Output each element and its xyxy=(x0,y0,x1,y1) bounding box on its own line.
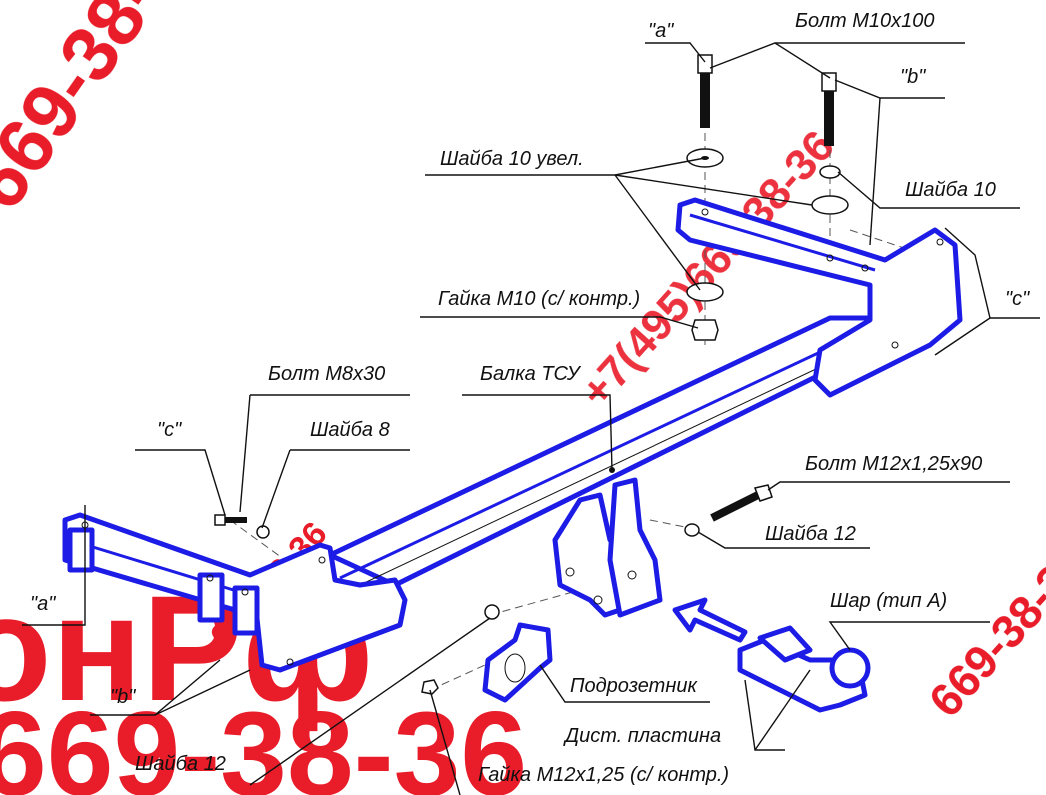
label-a-left: "a" xyxy=(30,593,56,615)
label-beam: Балка ТСУ xyxy=(480,363,582,385)
label-bolt-m12: Болт M12x1,25x90 xyxy=(805,453,982,475)
label-spacer-plate: Дист. пластина xyxy=(563,725,721,747)
label-nut-m12: Гайка M12x1,25 (с/ контр.) xyxy=(478,764,729,786)
label-c-right: "c" xyxy=(1005,288,1030,310)
leader-lines xyxy=(22,42,1040,795)
label-c-left: "c" xyxy=(157,419,182,441)
socket-plate xyxy=(482,622,553,703)
label-washer10: Шайба 10 xyxy=(905,179,996,201)
watermark-phone-right: 669-38-36 xyxy=(919,536,1046,727)
label-washer12-right: Шайба 12 xyxy=(765,523,856,545)
labels: "a" Болт M10x100 "b" Шайба 10 увел. Шайб… xyxy=(30,10,1030,786)
label-socket-plate: Подрозетник xyxy=(570,675,698,697)
watermark-phone-bottom: 669-38-36 xyxy=(0,687,527,795)
label-b-left: "b" xyxy=(110,686,136,708)
watermark-phone-top-left: 669-38-36 xyxy=(0,0,228,225)
tow-ball xyxy=(737,625,871,713)
label-ball: Шар (тип A) xyxy=(830,590,947,612)
label-nut-m10: Гайка M10 (с/ контр.) xyxy=(438,288,640,310)
direction-arrow xyxy=(672,597,748,643)
label-a-top: "a" xyxy=(648,20,674,42)
ball-mount xyxy=(552,477,663,618)
label-washer12-left: Шайба 12 xyxy=(135,753,226,775)
label-bolt-m8: Болт M8x30 xyxy=(268,363,385,385)
tow-beam xyxy=(62,197,963,673)
label-b-top: "b" xyxy=(900,66,926,88)
label-washer8: Шайба 8 xyxy=(310,419,390,441)
label-bolt-m10: Болт M10x100 xyxy=(795,10,934,32)
fasteners xyxy=(214,54,849,695)
label-washer10-big: Шайба 10 увел. xyxy=(440,148,584,170)
